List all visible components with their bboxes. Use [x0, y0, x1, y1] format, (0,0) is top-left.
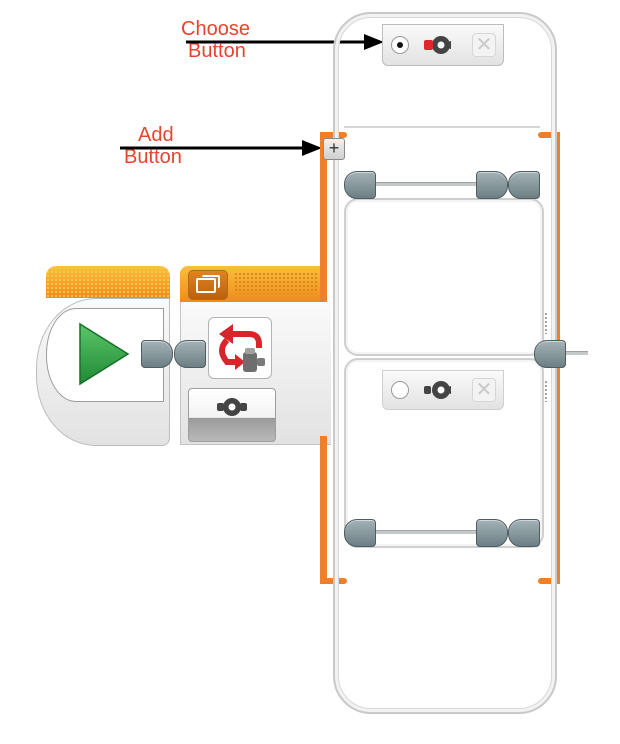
add-annotation-line1: Add	[138, 124, 174, 146]
case-2-radio[interactable]	[391, 381, 409, 399]
switch-output-plug[interactable]	[534, 340, 566, 368]
case-1-input-plug[interactable]	[344, 171, 376, 199]
choose-annotation-line1: Choose	[181, 18, 250, 40]
add-arrow-head	[302, 140, 322, 156]
case-2-output-plug-b[interactable]	[508, 519, 540, 547]
switch-output-wire	[566, 351, 588, 355]
switch-mode-button[interactable]	[208, 317, 272, 379]
resize-grip-lower[interactable]	[544, 380, 548, 402]
choose-annotation-line2: Button	[188, 40, 246, 62]
start-block[interactable]	[36, 266, 170, 446]
brick-buttons-selector[interactable]	[188, 388, 276, 442]
play-triangle-icon[interactable]	[76, 322, 132, 386]
brick-buttons-icon	[217, 398, 247, 416]
case-1-container	[344, 198, 544, 356]
case-2-container	[344, 358, 544, 548]
choose-button-annotation: Choose Button	[181, 18, 281, 62]
plus-icon: +	[328, 138, 340, 158]
start-output-plug[interactable]	[141, 340, 173, 368]
add-button-annotation: Add Button	[124, 124, 224, 168]
switch-input-plug[interactable]	[174, 340, 206, 368]
case-2-wire	[376, 530, 476, 534]
case-2-output-plug-a[interactable]	[476, 519, 508, 547]
case-1-output-plug-a[interactable]	[476, 171, 508, 199]
resize-grip-upper[interactable]	[544, 312, 548, 334]
brick-buttons-icon	[424, 36, 451, 54]
right-orange-bottom-cap	[538, 578, 560, 584]
right-orange-top-cap	[538, 132, 560, 138]
switch-tab-icon	[196, 278, 216, 293]
add-annotation-line2: Button	[124, 146, 182, 168]
case-1-wire	[376, 182, 476, 186]
switch-tab-icon-back	[202, 275, 220, 288]
case-2-input-plug[interactable]	[344, 519, 376, 547]
brick-buttons-icon	[424, 381, 451, 399]
add-case-button[interactable]: +	[323, 138, 345, 160]
case-2-remove-button[interactable]: ✕	[472, 378, 496, 402]
left-orange-rail	[320, 132, 327, 302]
close-x-icon: ✕	[475, 377, 493, 401]
case-1-radio[interactable]	[391, 36, 409, 54]
case-1-output-plug-b[interactable]	[508, 171, 540, 199]
left-orange-rail-lower	[320, 436, 327, 584]
loop-arrow-icon	[219, 324, 265, 372]
start-block-header	[46, 266, 170, 298]
case-2-selector: ✕	[382, 370, 504, 410]
switch-header-dots	[234, 272, 318, 294]
case-1-radio-dot	[397, 42, 403, 48]
case-1-remove-button[interactable]: ✕	[472, 33, 496, 57]
case-1-top-separator	[344, 126, 540, 128]
switch-mode-tab[interactable]	[188, 270, 228, 300]
case-1-selector: ✕	[382, 24, 504, 66]
close-x-icon: ✕	[475, 32, 493, 56]
